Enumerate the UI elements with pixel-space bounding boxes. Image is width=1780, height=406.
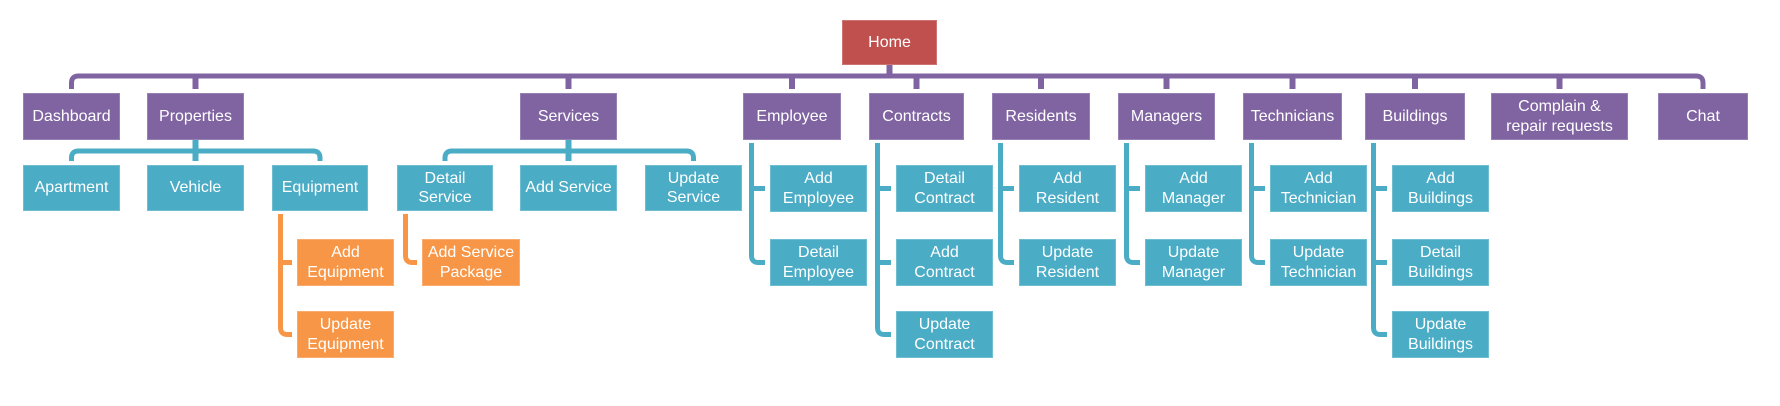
- node-label: Add Contract: [914, 244, 975, 281]
- node-label: Detail Contract: [914, 170, 975, 207]
- node-label: Add Equipment: [307, 244, 384, 281]
- node-detail-employee[interactable]: Detail Employee: [770, 239, 867, 286]
- node-update-resident[interactable]: Update Resident: [1019, 239, 1116, 286]
- node-label: Vehicle: [169, 179, 222, 197]
- node-add-employee[interactable]: Add Employee: [770, 165, 867, 212]
- node-chat[interactable]: Chat: [1658, 93, 1748, 140]
- node-label: Add Service Package: [427, 244, 515, 281]
- node-label: Add Buildings: [1408, 170, 1473, 207]
- node-residents[interactable]: Residents: [992, 93, 1090, 140]
- node-label: Update Equipment: [307, 316, 384, 353]
- node-managers[interactable]: Managers: [1118, 93, 1215, 140]
- node-label: Add Manager: [1161, 170, 1226, 207]
- connector-segment: [1249, 143, 1265, 265]
- node-complain-repair-requests[interactable]: Complain & repair requests: [1491, 93, 1628, 140]
- node-label: Residents: [1005, 107, 1077, 125]
- node-equipment[interactable]: Equipment: [272, 165, 368, 211]
- node-add-contract[interactable]: Add Contract: [896, 239, 993, 286]
- node-update-equipment[interactable]: Update Equipment: [297, 311, 394, 358]
- node-label: Add Employee: [782, 170, 855, 207]
- node-label: Properties: [159, 107, 232, 125]
- node-label: Update Contract: [914, 316, 975, 353]
- node-employee[interactable]: Employee: [743, 93, 841, 140]
- node-technicians[interactable]: Technicians: [1243, 93, 1342, 140]
- node-label: Dashboard: [32, 107, 111, 125]
- node-label: Detail Buildings: [1408, 244, 1473, 281]
- node-vehicle[interactable]: Vehicle: [147, 165, 244, 211]
- node-label: Equipment: [281, 179, 359, 197]
- connector-segment: [875, 143, 891, 337]
- node-update-manager[interactable]: Update Manager: [1145, 239, 1242, 286]
- node-add-service-package[interactable]: Add Service Package: [422, 239, 520, 286]
- node-update-contract[interactable]: Update Contract: [896, 311, 993, 358]
- node-label: Add Service: [525, 179, 612, 197]
- node-detail-service[interactable]: Detail Service: [397, 165, 493, 211]
- node-label: Employee: [756, 107, 828, 125]
- node-label: Contracts: [882, 107, 951, 125]
- node-label: Update Buildings: [1408, 316, 1473, 353]
- node-add-manager[interactable]: Add Manager: [1145, 165, 1242, 212]
- connector-segment: [69, 73, 1706, 89]
- node-label: Buildings: [1382, 107, 1448, 125]
- connector-segment: [403, 214, 417, 265]
- connector-segment: [998, 143, 1014, 265]
- node-label: Update Technician: [1280, 244, 1357, 281]
- node-label: Managers: [1130, 107, 1203, 125]
- node-label: Home: [868, 33, 911, 51]
- node-update-technician[interactable]: Update Technician: [1270, 239, 1367, 286]
- node-buildings[interactable]: Buildings: [1365, 93, 1465, 140]
- node-detail-contract[interactable]: Detail Contract: [896, 165, 993, 212]
- connector-segment: [1371, 143, 1387, 337]
- node-update-service[interactable]: Update Service: [645, 165, 742, 211]
- node-contracts[interactable]: Contracts: [869, 93, 964, 140]
- node-label: Apartment: [34, 179, 109, 197]
- node-home[interactable]: Home: [842, 20, 937, 65]
- node-label: Detail Employee: [782, 244, 855, 281]
- node-label: Detail Service: [418, 169, 472, 206]
- connector-segment: [278, 214, 292, 337]
- node-label: Update Service: [666, 169, 721, 206]
- node-add-equipment[interactable]: Add Equipment: [297, 239, 394, 286]
- connector-segment: [1124, 143, 1140, 265]
- node-add-resident[interactable]: Add Resident: [1019, 165, 1116, 212]
- node-detail-buildings[interactable]: Detail Buildings: [1392, 239, 1489, 286]
- node-label: Services: [537, 107, 600, 125]
- node-label: Update Manager: [1161, 244, 1226, 281]
- node-add-technician[interactable]: Add Technician: [1270, 165, 1367, 212]
- node-label: Complain & repair requests: [1506, 98, 1613, 135]
- node-label: Update Resident: [1035, 244, 1100, 281]
- node-dashboard[interactable]: Dashboard: [23, 93, 120, 140]
- node-apartment[interactable]: Apartment: [23, 165, 120, 211]
- node-label: Add Resident: [1035, 170, 1100, 207]
- connector-segment: [749, 143, 765, 265]
- node-label: Technicians: [1250, 107, 1335, 125]
- node-add-service[interactable]: Add Service: [520, 165, 617, 211]
- node-services[interactable]: Services: [520, 93, 617, 140]
- node-label: Chat: [1686, 107, 1720, 125]
- node-update-buildings[interactable]: Update Buildings: [1392, 311, 1489, 358]
- node-add-buildings[interactable]: Add Buildings: [1392, 165, 1489, 212]
- node-label: Add Technician: [1280, 170, 1357, 207]
- node-properties[interactable]: Properties: [147, 93, 244, 140]
